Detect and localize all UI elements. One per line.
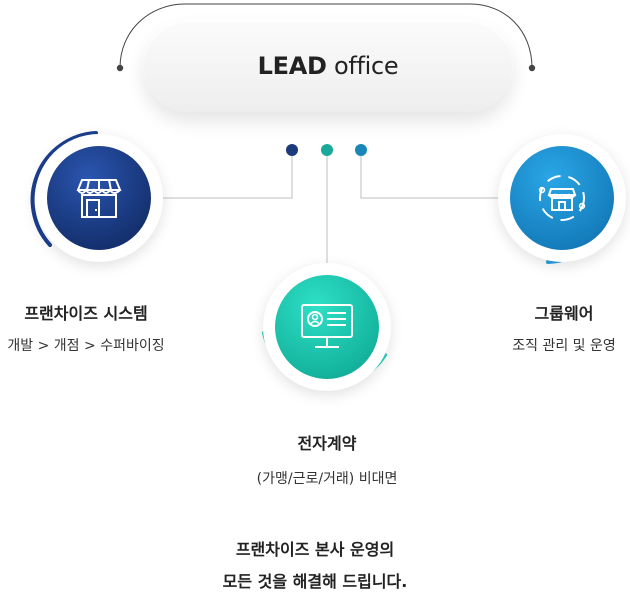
connector-left bbox=[160, 150, 293, 199]
arc-end-dot-left bbox=[116, 64, 124, 72]
connector-right bbox=[360, 150, 500, 199]
groupware-node[interactable] bbox=[498, 134, 626, 262]
lead-office-title: LEAD office bbox=[257, 52, 399, 80]
groupware-title: 그룹웨어 bbox=[534, 304, 594, 323]
franchise-subtitle: 개발 > 개점 > 수퍼바이징 bbox=[7, 338, 165, 354]
contract-title: 전자계약 bbox=[297, 434, 357, 453]
shop-network-icon bbox=[538, 175, 586, 221]
franchise-node[interactable] bbox=[35, 134, 163, 262]
footer-line-1: 프랜차이즈 본사 운영의 bbox=[235, 540, 395, 559]
top-arc bbox=[119, 3, 533, 69]
franchise-node-core bbox=[47, 146, 151, 250]
footer-line-2: 모든 것을 해결해 드립니다. bbox=[222, 572, 408, 591]
contract-node-core bbox=[275, 275, 379, 379]
arc-end-dot-right bbox=[528, 64, 536, 72]
groupware-subtitle: 조직 관리 및 운영 bbox=[512, 338, 616, 354]
lead-office-pill: LEAD office bbox=[143, 20, 513, 112]
contract-subtitle: (가맹/근로/거래) 비대면 bbox=[256, 471, 398, 487]
franchise-title: 프랜차이즈 시스템 bbox=[24, 304, 148, 323]
groupware-node-core bbox=[510, 146, 614, 250]
monitor-profile-icon bbox=[301, 304, 353, 348]
store-icon bbox=[76, 179, 122, 218]
dot-navy bbox=[286, 144, 298, 156]
contract-node[interactable] bbox=[263, 263, 391, 391]
dot-blue bbox=[355, 144, 367, 156]
dot-teal bbox=[321, 144, 333, 156]
